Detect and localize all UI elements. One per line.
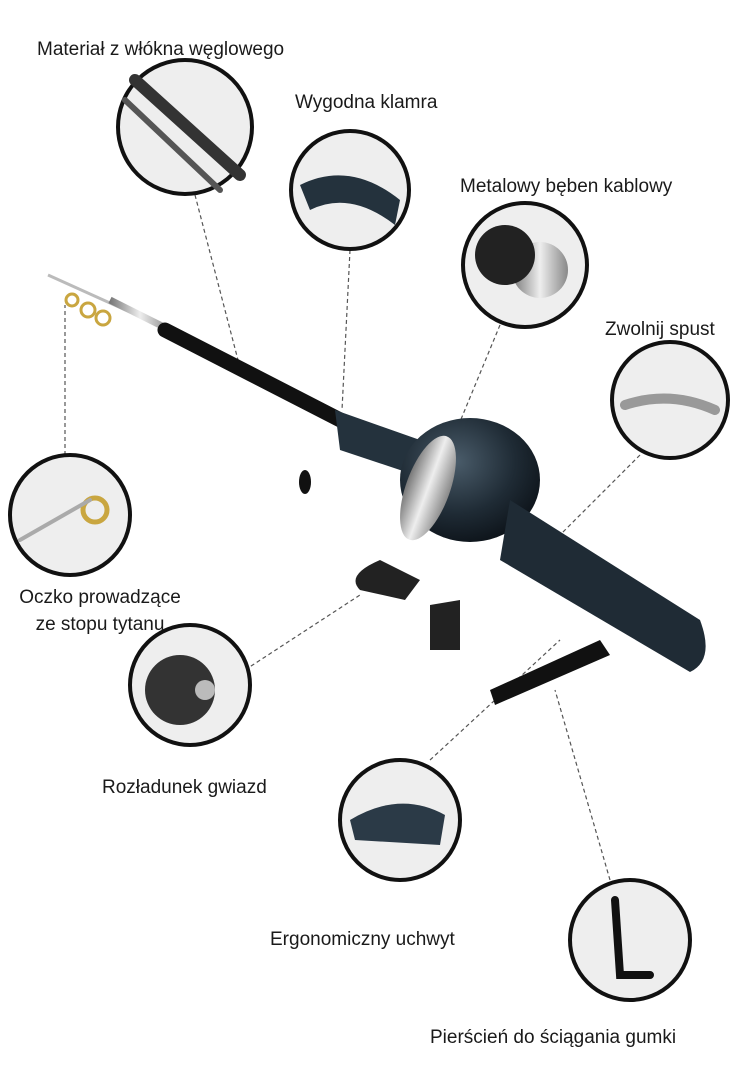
leader-ring — [554, 689, 611, 881]
guide-detail-circle — [8, 453, 132, 577]
ring-detail-circle — [568, 878, 692, 1002]
leader-clasp — [341, 249, 351, 411]
label-metal-drum: Metalowy bęben kablowy — [460, 176, 673, 197]
label-carbon-fiber: Materiał z włókna węglowego — [37, 39, 285, 60]
leader-drag — [244, 594, 361, 671]
leader-drum — [439, 324, 501, 471]
leader-trigger — [539, 454, 641, 556]
rod — [47, 273, 706, 705]
label-strap-ring: Pierścień do ściągania gumki — [430, 1027, 677, 1048]
label-guide-eye: Oczko prowadzące ze stopu tytanu — [0, 584, 200, 638]
label-clasp: Wygodna klamra — [295, 92, 438, 113]
label-guide-eye-line2: ze stopu tytanu — [35, 614, 165, 635]
label-release-trigger: Zwolnij spust — [605, 319, 715, 340]
leader-grip — [429, 639, 561, 761]
leader-lines — [64, 194, 641, 881]
label-star-drag: Rozładunek gwiazd — [102, 777, 267, 798]
label-grip: Ergonomiczny uchwyt — [270, 929, 455, 950]
leader-carbon — [194, 194, 239, 361]
label-guide-eye-line1: Oczko prowadzące — [19, 587, 181, 608]
